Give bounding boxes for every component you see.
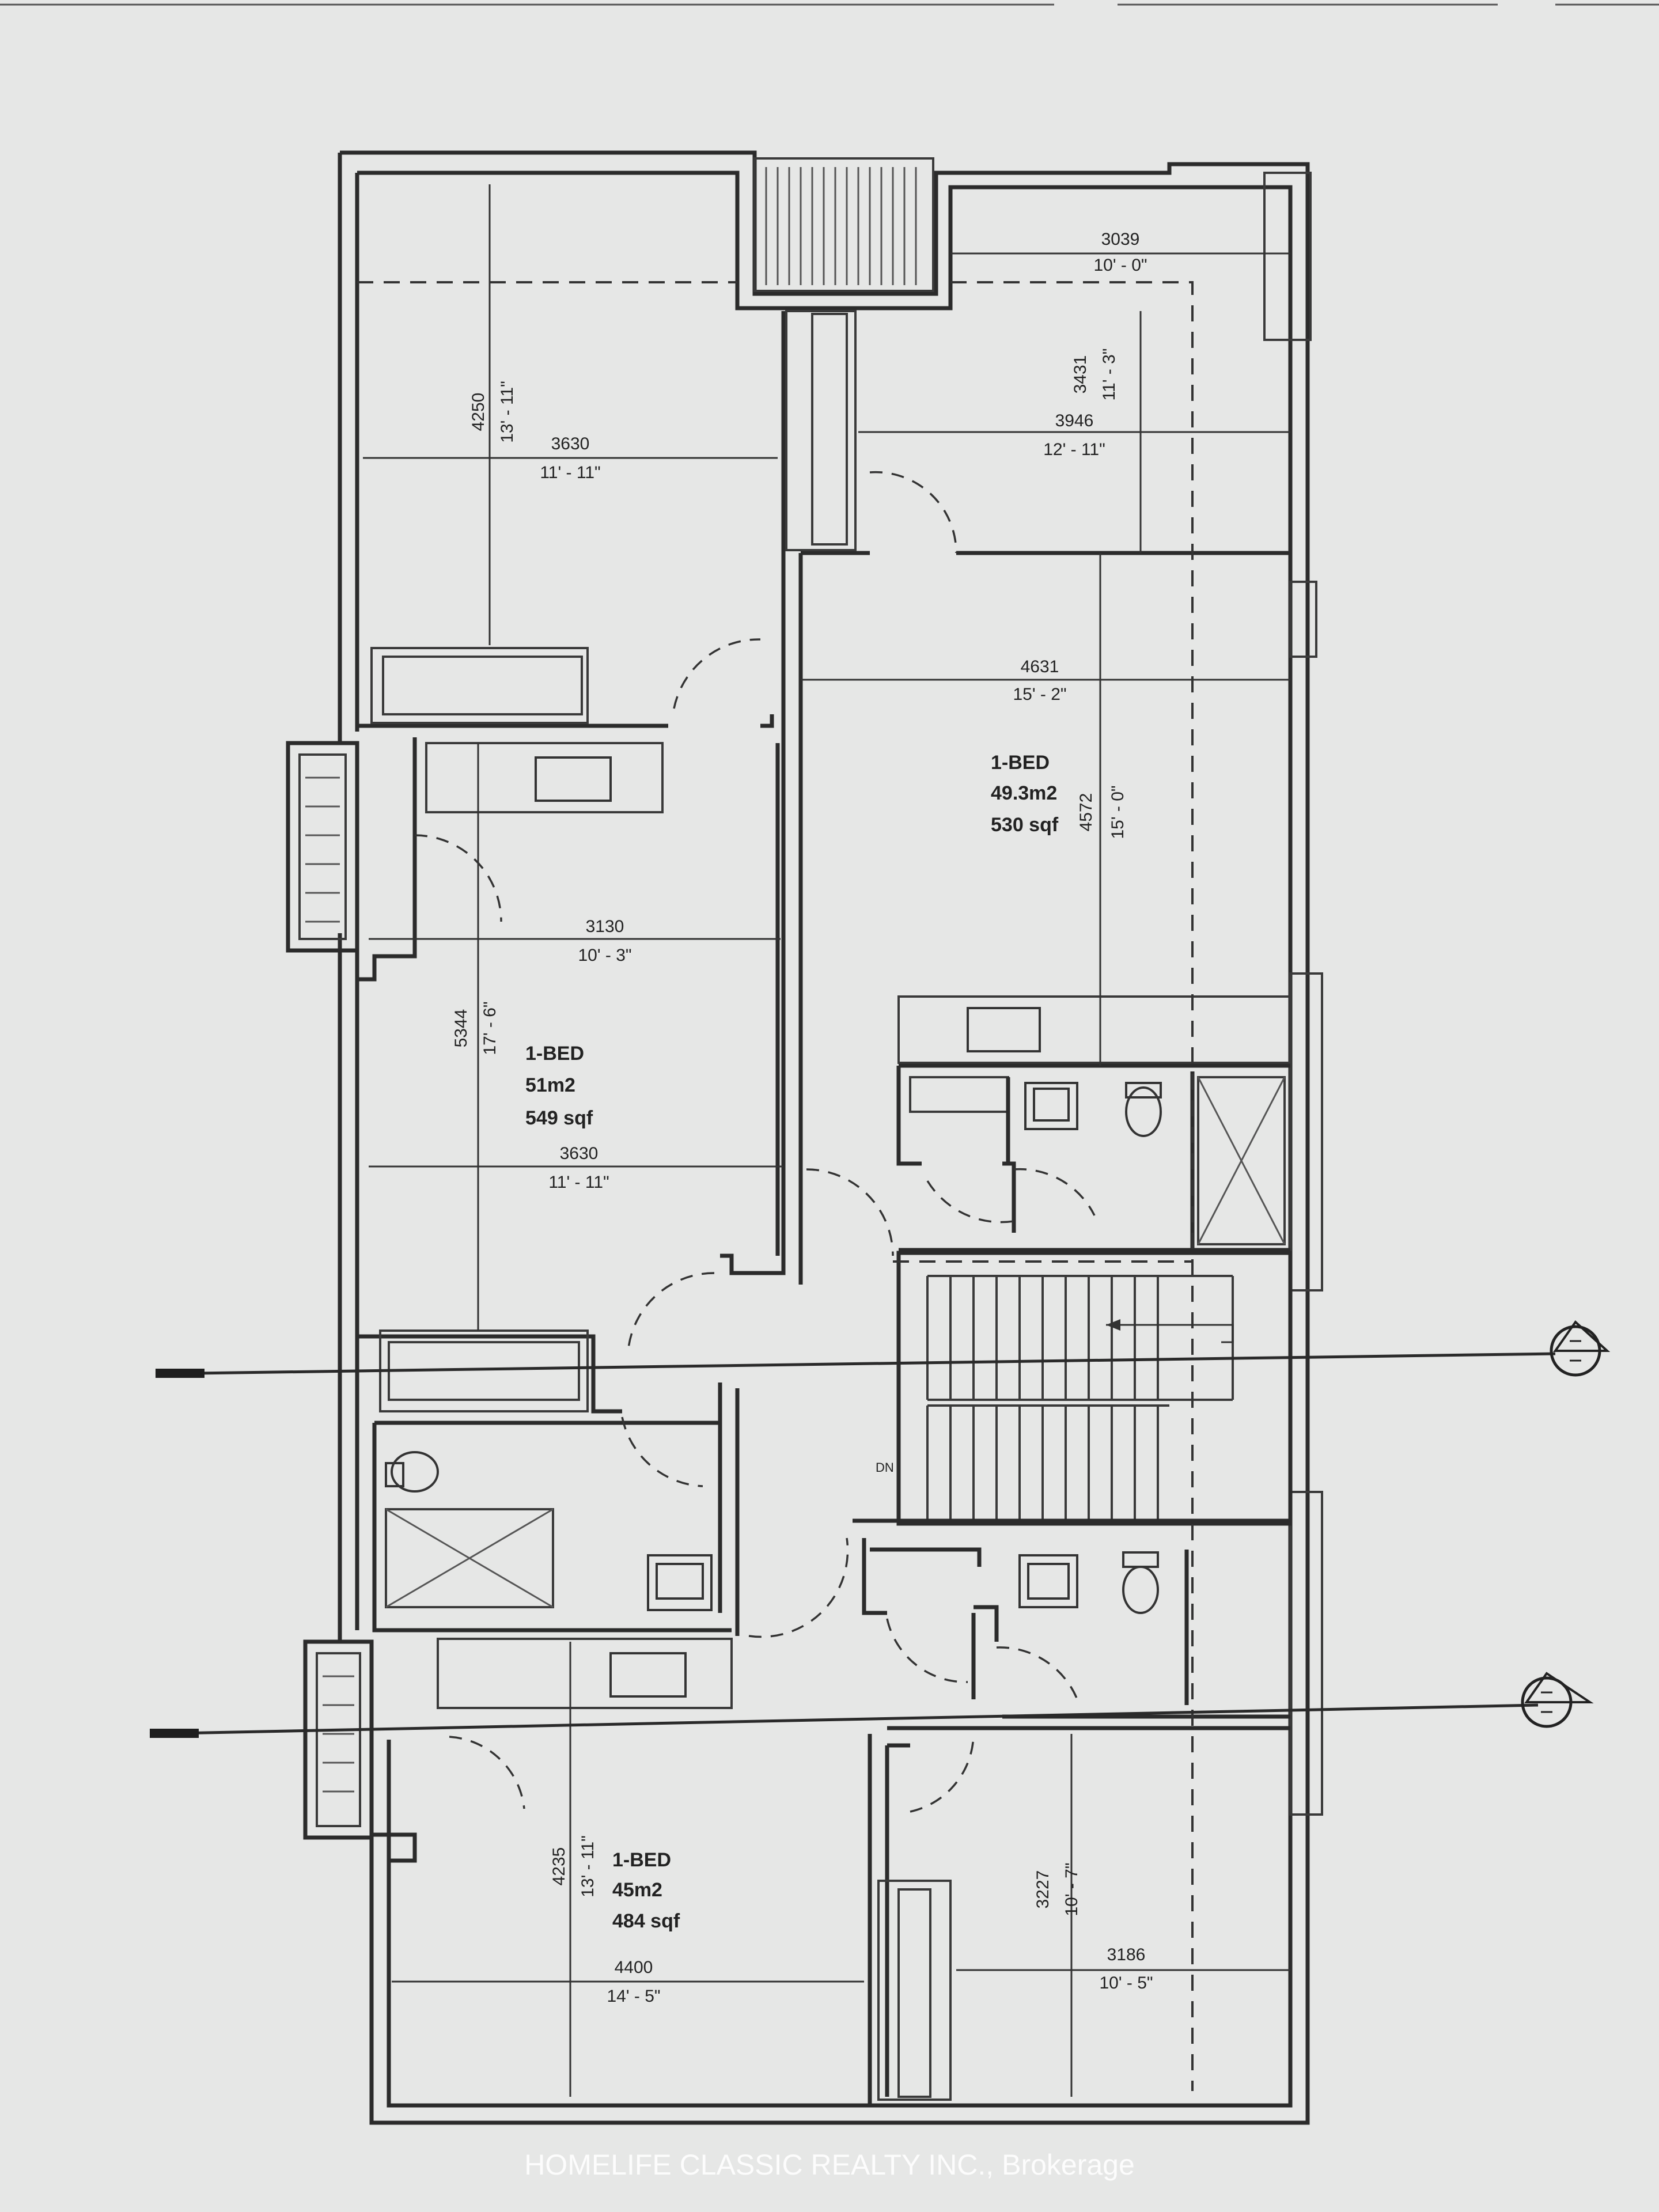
dim-3039-ft: 10' - 0"	[1093, 256, 1147, 275]
unit-bottom-left-area-m2: 45m2	[612, 1879, 662, 1901]
dim-3227-ft: 10' - 7"	[1062, 1862, 1081, 1916]
unit-bottom-left-area-sqf: 484 sqf	[612, 1910, 680, 1932]
section-cut-lines	[149, 1352, 1556, 1738]
dim-5344-mm: 5344	[452, 1009, 471, 1048]
dim-3630-mid-mm: 3630	[560, 1144, 599, 1163]
dim-4235-mm: 4235	[550, 1847, 569, 1886]
left-balconies	[286, 741, 374, 1840]
section-marker-lower	[1521, 1672, 1594, 1728]
dim-4572-mm: 4572	[1077, 793, 1096, 832]
dimension-labels: 3039 10' - 0" 3431 11' - 3" 3946 12' - 1…	[452, 230, 1153, 2006]
dim-3431-mm: 3431	[1071, 355, 1090, 394]
unit-top-right-area-m2: 49.3m2	[991, 782, 1057, 804]
unit-top-right-label: 1-BED	[991, 752, 1050, 774]
dim-4400-mm: 4400	[615, 1958, 653, 1977]
stair-down-note: DN	[876, 1460, 894, 1475]
dim-4400-ft: 14' - 5"	[607, 1987, 660, 2006]
unit-labels: 1-BED 49.3m2 530 sqf 1-BED 51m2 549 sqf …	[525, 752, 1059, 1932]
dim-4250-mm: 4250	[469, 393, 488, 431]
dim-3630-top-mm: 3630	[551, 434, 590, 453]
dim-3630-top-ft: 11' - 11"	[540, 463, 600, 482]
dim-3186-ft: 10' - 5"	[1099, 1974, 1153, 1993]
unit-top-right-area-sqf: 530 sqf	[991, 814, 1059, 836]
dim-3130-ft: 10' - 3"	[578, 946, 631, 965]
dim-3946-mm: 3946	[1055, 411, 1094, 430]
dim-4235-ft: 13' - 11"	[578, 1835, 597, 1897]
dim-4250-ft: 13' - 11"	[498, 381, 517, 443]
dim-3039-mm: 3039	[1101, 230, 1140, 249]
unit-middle-left-area-sqf: 549 sqf	[525, 1107, 593, 1129]
dim-3186-mm: 3186	[1107, 1945, 1146, 1964]
dim-3946-ft: 12' - 11"	[1043, 440, 1105, 459]
door-swings	[414, 471, 1096, 1813]
dimension-lines	[363, 184, 1290, 2097]
dim-3130-mm: 3130	[586, 917, 624, 936]
dashed-lines	[357, 281, 1194, 2091]
dim-4631-mm: 4631	[1021, 657, 1059, 676]
unit-bottom-left-label: 1-BED	[612, 1849, 671, 1871]
section-marker-upper	[1550, 1320, 1611, 1377]
unit-middle-left-area-m2: 51m2	[525, 1074, 575, 1096]
dim-3431-ft: 11' - 3"	[1100, 349, 1119, 401]
dim-3227-mm: 3227	[1033, 1870, 1052, 1909]
unit-middle-left-label: 1-BED	[525, 1043, 584, 1065]
top-shaft	[753, 157, 934, 292]
dim-3630-mid-ft: 11' - 11"	[548, 1173, 609, 1192]
dim-4631-ft: 15' - 2"	[1013, 685, 1066, 704]
brokerage-watermark: HOMELIFE CLASSIC REALTY INC., Brokerage	[524, 2149, 1135, 2181]
dim-5344-ft: 17' - 6"	[480, 1001, 499, 1055]
dim-4572-ft: 15' - 0"	[1108, 785, 1127, 839]
